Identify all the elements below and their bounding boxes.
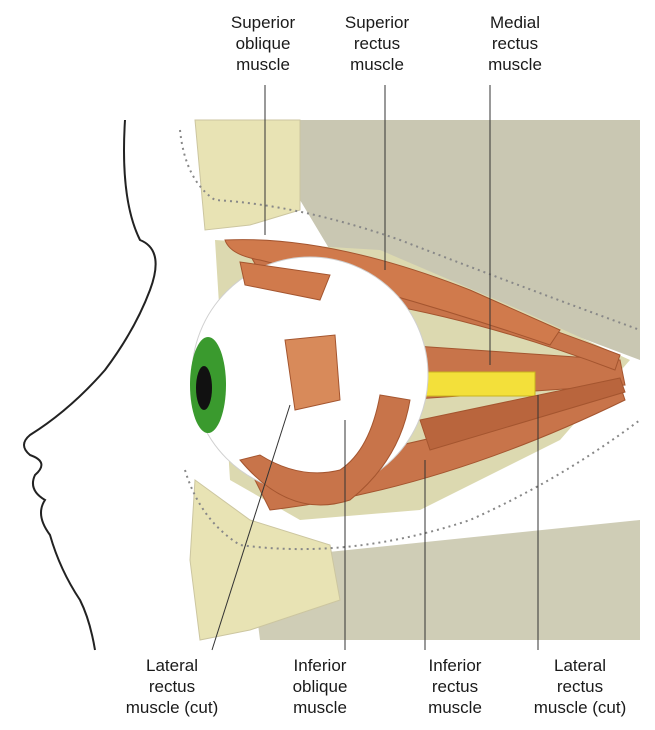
label-inferior-rectus-muscle: Inferior rectus muscle bbox=[390, 655, 520, 718]
label-line: rectus bbox=[92, 676, 252, 697]
frontal-bone bbox=[195, 120, 300, 230]
label-line: rectus bbox=[510, 676, 650, 697]
label-line: Superior bbox=[302, 12, 452, 33]
optic-nerve bbox=[420, 372, 535, 396]
pupil bbox=[196, 366, 212, 410]
label-line: muscle bbox=[440, 54, 590, 75]
label-line: rectus bbox=[440, 33, 590, 54]
label-inferior-oblique-muscle: Inferior oblique muscle bbox=[255, 655, 385, 718]
label-line: muscle (cut) bbox=[92, 697, 252, 718]
label-line: Lateral bbox=[92, 655, 252, 676]
label-line: oblique bbox=[255, 676, 385, 697]
lateral-rectus-stump bbox=[285, 335, 340, 410]
label-line: muscle (cut) bbox=[510, 697, 650, 718]
label-line: Lateral bbox=[510, 655, 650, 676]
label-line: Inferior bbox=[255, 655, 385, 676]
label-superior-rectus-muscle: Superior rectus muscle bbox=[302, 12, 452, 75]
label-medial-rectus-muscle: Medial rectus muscle bbox=[440, 12, 590, 75]
label-line: muscle bbox=[255, 697, 385, 718]
label-line: rectus bbox=[302, 33, 452, 54]
face-profile-outline bbox=[24, 120, 156, 650]
label-line: muscle bbox=[390, 697, 520, 718]
label-line: Inferior bbox=[390, 655, 520, 676]
label-line: muscle bbox=[302, 54, 452, 75]
label-lateral-rectus-cut-right: Lateral rectus muscle (cut) bbox=[510, 655, 650, 718]
label-lateral-rectus-cut-left: Lateral rectus muscle (cut) bbox=[92, 655, 252, 718]
label-line: rectus bbox=[390, 676, 520, 697]
label-line: Medial bbox=[440, 12, 590, 33]
